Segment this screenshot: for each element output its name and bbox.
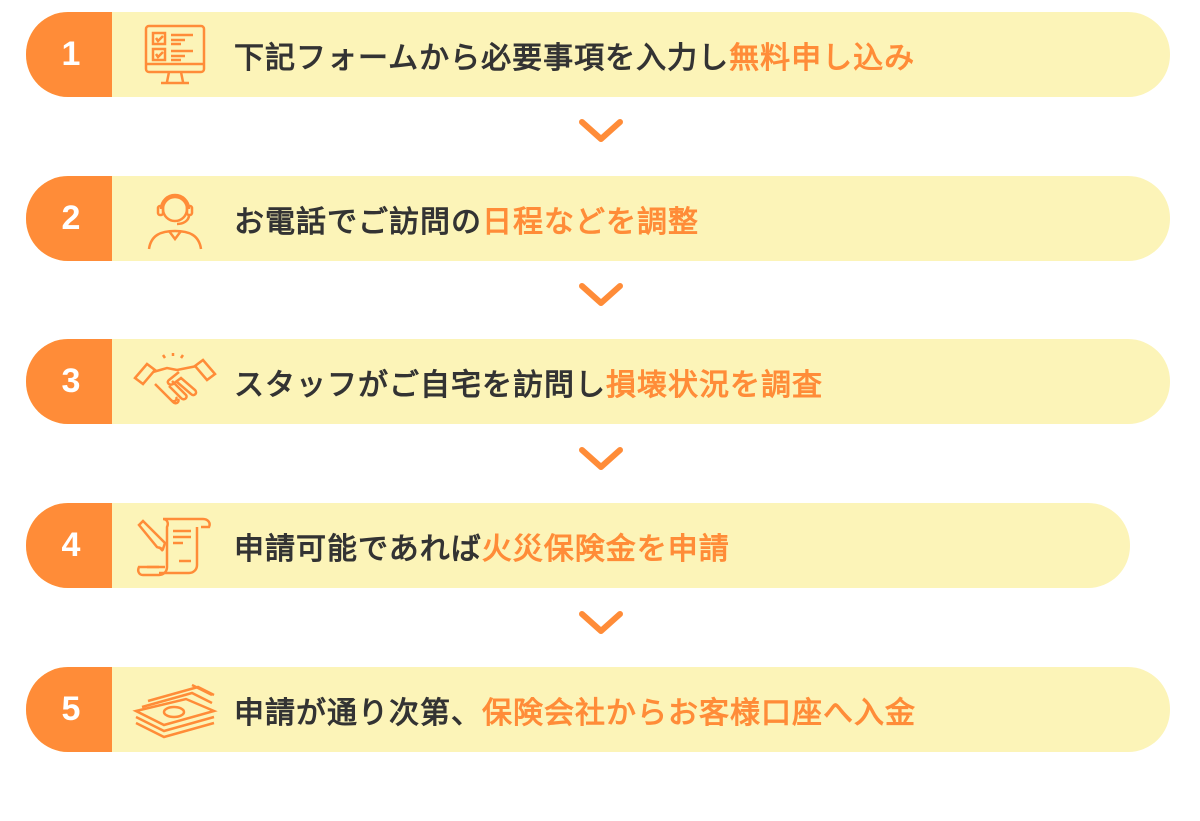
step-number: 1	[26, 12, 112, 97]
step-4: 4 申請可能であれば火災保険金を申請	[26, 503, 1130, 588]
step-number: 2	[26, 176, 112, 261]
step-text: お電話でご訪問の日程などを調整	[234, 204, 699, 240]
money-stack-icon	[130, 667, 220, 752]
step-text: 申請が通り次第、保険会社からお客様口座へ入金	[234, 695, 916, 731]
step-highlight: 損壊状況を調査	[606, 367, 823, 403]
step-highlight: 無料申し込み	[729, 40, 916, 76]
step-2: 2 お電話でご訪問の日程などを調整	[26, 176, 1170, 261]
step-number: 5	[26, 667, 112, 752]
chevron-down-icon	[579, 447, 623, 470]
step-text: 申請可能であれば火災保険金を申請	[234, 531, 730, 567]
step-1: 1 下記フォームから必要事項を入力し無料申し込み	[26, 12, 1170, 97]
step-3: 3 スタッフがご自宅を訪問し損壊状況を調査	[26, 339, 1170, 424]
document-pen-icon	[130, 503, 220, 588]
step-text: スタッフがご自宅を訪問し損壊状況を調査	[234, 367, 823, 403]
step-highlight: 日程などを調整	[482, 204, 699, 240]
chevron-down-icon	[579, 119, 623, 142]
step-text: 下記フォームから必要事項を入力し無料申し込み	[234, 40, 916, 76]
step-5: 5 申請が通り次第、保険会社からお客様口座へ入金	[26, 667, 1170, 752]
handshake-icon	[130, 339, 220, 424]
chevron-down-icon	[579, 611, 623, 634]
step-number: 4	[26, 503, 112, 588]
headset-operator-icon	[130, 176, 220, 261]
step-highlight: 保険会社からお客様口座へ入金	[482, 695, 916, 731]
step-highlight: 火災保険金を申請	[481, 531, 730, 567]
step-number: 3	[26, 339, 112, 424]
computer-checklist-icon	[130, 12, 220, 97]
chevron-down-icon	[579, 283, 623, 306]
